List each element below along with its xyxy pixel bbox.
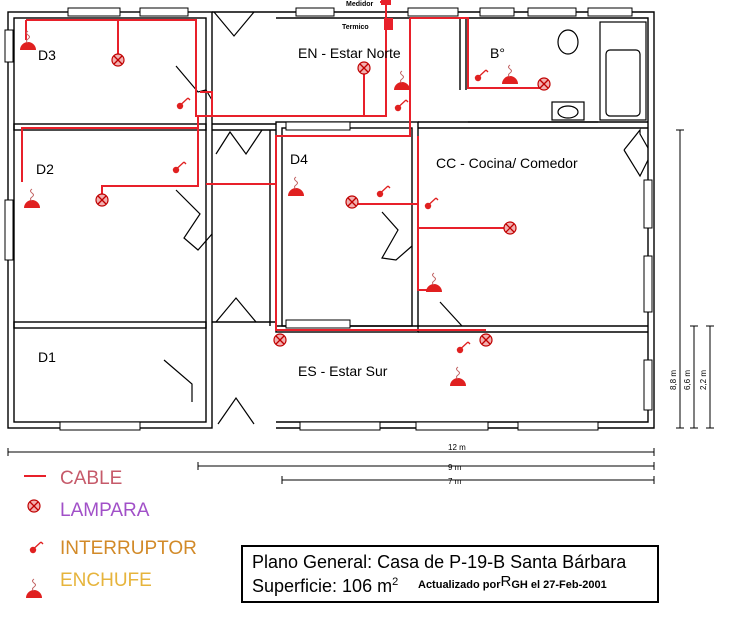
legend-lampara-label: LAMPARA (60, 500, 150, 521)
dim-22m: 2,2 m (699, 370, 708, 390)
switch-es (456, 341, 471, 354)
bath-fixtures (468, 21, 647, 123)
lamp-d4 (345, 195, 359, 209)
title-line: Plano General: Casa de P-19-B Santa Bárb… (252, 552, 627, 572)
dim-7m: 7 m (448, 477, 462, 486)
lamp-d3 (111, 53, 125, 67)
room-label-d3: D3 (38, 47, 56, 63)
doors (163, 11, 649, 425)
outlet-cc (425, 272, 443, 293)
legend-outlet-icon (25, 578, 43, 599)
switch-bath (474, 69, 489, 82)
author-rest: GH el 27-Feb-2001 (511, 579, 606, 591)
room-label-es: ES - Estar Sur (298, 363, 388, 379)
outlets (19, 30, 519, 387)
lamp-en (357, 61, 371, 75)
switch-cc (424, 197, 439, 210)
lamp-hall (273, 333, 287, 347)
meter-label: Medidor (346, 1, 373, 8)
updated-text: Actualizado porRGH el 27-Feb-2001 (418, 573, 607, 591)
legend: CABLE LAMPARA INTERRUPTOR ENCHUFE (24, 468, 197, 599)
author-initial: R (501, 573, 512, 590)
room-label-d2: D2 (36, 161, 54, 177)
outlet-d2 (23, 188, 41, 209)
room-label-d1: D1 (38, 349, 56, 365)
room-label-en: EN - Estar Norte (298, 45, 401, 61)
area-text: Superficie: 106 m2 (252, 576, 398, 596)
windows (4, 7, 653, 431)
switch-d3 (176, 97, 191, 110)
meter-group: Medidor Termico (342, 0, 393, 31)
legend-switch-icon (29, 541, 44, 554)
breaker-label: Termico (342, 24, 369, 31)
room-label-d4: D4 (290, 151, 308, 167)
legend-lamp-icon (27, 499, 41, 513)
outlet-en (393, 70, 411, 91)
dimension-labels: 12 m 9 m 7 m 8,8 m 6,6 m 2,2 m (448, 370, 708, 486)
lamp-bath (537, 77, 551, 91)
area-sup: 2 (392, 576, 398, 588)
dim-66m: 6,6 m (683, 370, 692, 390)
switch-en (394, 99, 409, 112)
legend-interruptor-label: INTERRUPTOR (60, 538, 197, 559)
lamp-es (479, 333, 493, 347)
lamp-cc (503, 221, 517, 235)
room-label-bano: B° (490, 45, 505, 61)
area-prefix: Superficie: 106 m (252, 576, 392, 596)
lamps (95, 53, 551, 347)
switch-d2 (172, 161, 187, 174)
room-labels: D3 EN - Estar Norte B° D2 D4 CC - Cocina… (36, 45, 578, 379)
legend-cable-label: CABLE (60, 468, 122, 489)
outlet-es (449, 366, 467, 387)
switches (172, 69, 489, 354)
dim-88m: 8,8 m (669, 370, 678, 390)
updated-label: Actualizado por (418, 579, 501, 591)
lamp-d2 (95, 193, 109, 207)
title-block: Plano General: Casa de P-19-B Santa Bárb… (241, 545, 659, 603)
outlet-d3 (19, 30, 37, 51)
dimensions (7, 129, 714, 484)
room-label-cc: CC - Cocina/ Comedor (436, 155, 578, 171)
outlet-bath (501, 64, 519, 85)
dim-9m: 9 m (448, 463, 462, 472)
legend-enchufe-label: ENCHUFE (60, 570, 152, 591)
switch-d4 (376, 185, 391, 198)
outlet-d4 (287, 176, 305, 197)
dim-12m: 12 m (448, 443, 466, 452)
